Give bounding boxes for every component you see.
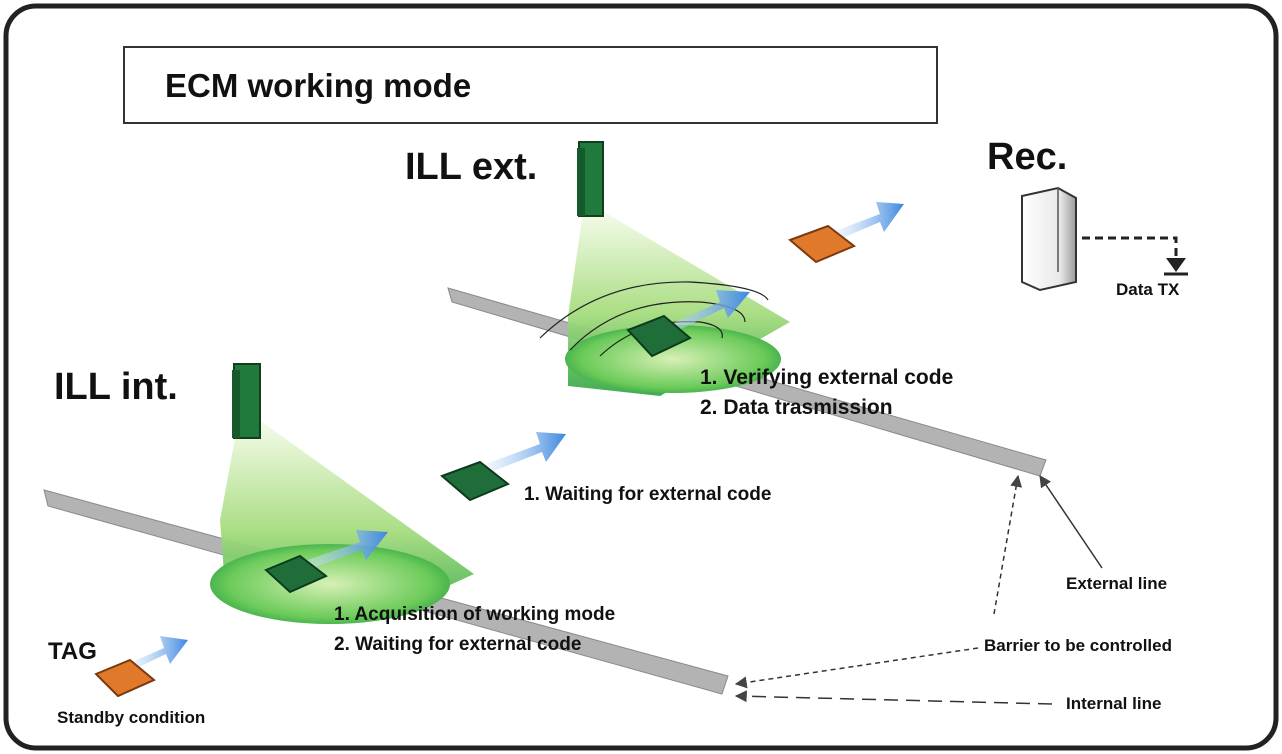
outer-frame — [3, 3, 1279, 751]
int-caption-2: 2. Waiting for external code — [334, 634, 582, 655]
ill-int-label: ILL int. — [54, 366, 178, 408]
data-tx-arrowhead — [1166, 258, 1186, 272]
arrow-int — [290, 530, 388, 574]
ext-caption-2: 2. Data trasmission — [700, 396, 893, 419]
barrier-pointer-upper — [993, 474, 1023, 615]
tag-int — [264, 554, 328, 594]
int-caption-1: 1. Acquisition of working mode — [334, 604, 616, 625]
ill-ext-device-side — [577, 148, 585, 216]
wave-arc-2 — [569, 301, 746, 351]
barrier-pointer-lower — [734, 647, 979, 689]
wave-arc-1 — [539, 281, 769, 339]
standby-caption: Standby condition — [57, 708, 206, 727]
external-line-label: External line — [1066, 574, 1168, 593]
data-tx-label: Data TX — [1116, 280, 1180, 299]
tag-mid — [440, 460, 510, 502]
ill-int-floor — [210, 544, 450, 624]
tag-label: TAG — [48, 638, 97, 665]
external-line-pointer — [1039, 475, 1103, 569]
mid-caption-1: 1. Waiting for external code — [524, 484, 772, 505]
arrow-mid — [470, 432, 566, 478]
ill-ext-floor — [565, 325, 781, 393]
title-box: ECM working mode — [123, 46, 938, 124]
tag-upper — [788, 224, 856, 264]
tag-standby — [94, 658, 156, 698]
barrier-label: Barrier to be controlled — [984, 636, 1172, 655]
tag-ext — [626, 314, 692, 358]
rec-label: Rec. — [987, 136, 1068, 178]
ill-int-device-side — [232, 370, 240, 438]
internal-line-label: Internal line — [1066, 694, 1162, 713]
ill-ext-label: ILL ext. — [405, 146, 538, 188]
ext-caption-1: 1. Verifying external code — [700, 366, 954, 389]
receiver-device — [1021, 186, 1077, 292]
page-title: ECM working mode — [165, 67, 472, 104]
data-tx-line — [1082, 236, 1178, 262]
internal-line-pointer — [734, 690, 1053, 705]
arrow-upper — [822, 202, 904, 244]
